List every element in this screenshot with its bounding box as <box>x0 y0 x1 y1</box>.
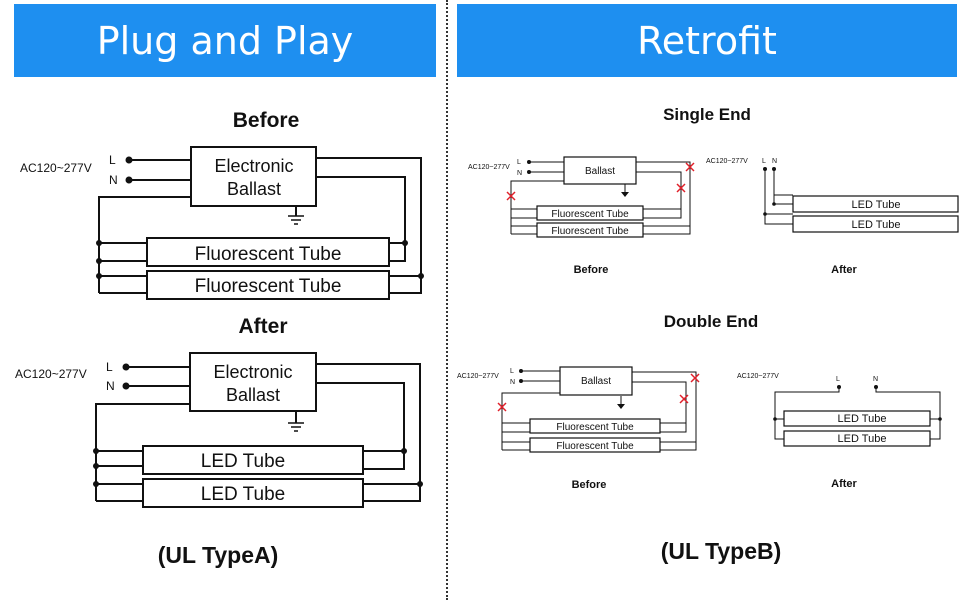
ballast-box <box>563 156 637 185</box>
led-tube-1-label: LED Tube <box>852 199 901 211</box>
single-end-after-label: After <box>831 264 857 276</box>
fluorescent-tube-1-label: Fluorescent Tube <box>195 244 342 265</box>
ul-type-a-caption: (UL TypeA) <box>158 542 279 568</box>
led-tube-2-label: LED Tube <box>852 219 901 231</box>
ac-voltage-label: AC120~277V <box>706 158 748 165</box>
led-tube-2 <box>142 478 364 508</box>
line-label: L <box>106 360 113 374</box>
fluorescent-tube-2 <box>146 270 390 300</box>
double-end-before-label: Before <box>572 479 607 491</box>
single-end-before-diagram: AC120~277V L N Ballast Fluorescent Tube … <box>468 156 695 276</box>
ballast-label-line2: Ballast <box>226 385 280 405</box>
ground-arrow-icon <box>617 404 625 409</box>
double-end-after-diagram: AC120~277V L N LED Tube LED Tube After <box>737 373 942 490</box>
neutral-label: N <box>517 170 522 177</box>
neutral-label: N <box>510 379 515 386</box>
line-label: L <box>762 158 766 165</box>
led-tube-2-label: LED Tube <box>201 484 286 505</box>
ballast-label-line2: Ballast <box>227 179 281 199</box>
ac-voltage-label: AC120~277V <box>737 373 779 380</box>
ballast-label: Ballast <box>585 166 615 177</box>
double-end-after-label: After <box>831 478 857 490</box>
led-tube-1 <box>792 195 959 213</box>
electronic-ballast-box <box>190 146 317 207</box>
electronic-ballast-box <box>189 352 317 412</box>
fluorescent-tube-2 <box>536 222 644 238</box>
ballast-label-line1: Electronic <box>214 156 293 176</box>
ac-voltage-label: AC120~277V <box>15 367 87 381</box>
ac-voltage-label: AC120~277V <box>20 161 92 175</box>
fluorescent-tube-1 <box>529 418 661 434</box>
plug-and-play-before-diagram: Before AC120~277V L N <box>20 109 424 300</box>
fluorescent-tube-1 <box>146 237 390 267</box>
line-label: L <box>109 153 116 167</box>
after-title: After <box>238 315 287 338</box>
line-label: L <box>510 368 514 375</box>
led-tube-2 <box>783 430 931 447</box>
before-title: Before <box>233 109 300 132</box>
neutral-label: N <box>109 173 118 187</box>
ground-icon <box>288 215 304 225</box>
led-tube-1 <box>142 445 364 475</box>
led-tube-2 <box>792 215 959 233</box>
plug-and-play-header: Plug and Play <box>14 4 436 77</box>
line-label: L <box>517 159 521 166</box>
neutral-label: N <box>772 158 777 165</box>
single-end-before-label: Before <box>574 264 609 276</box>
led-tube-1-label: LED Tube <box>838 413 887 425</box>
cut-wire-marks <box>497 373 700 412</box>
single-end-title: Single End <box>663 105 751 124</box>
led-tube-2-label: LED Tube <box>838 433 887 445</box>
double-end-title: Double End <box>664 312 758 331</box>
line-label: L <box>836 376 840 383</box>
ballast-label: Ballast <box>581 376 611 387</box>
fluorescent-tube-1 <box>536 205 644 221</box>
double-end-before-diagram: AC120~277V L N Ballast Fluorescent Tube … <box>457 366 700 491</box>
ground-icon <box>288 422 304 432</box>
ballast-box <box>559 366 633 396</box>
ac-voltage-label: AC120~277V <box>468 164 510 171</box>
fluorescent-tube-1-label: Fluorescent Tube <box>556 422 634 433</box>
retrofit-header: Retrofit <box>457 4 957 77</box>
fluorescent-tube-1-label: Fluorescent Tube <box>551 209 629 220</box>
ballast-label-line1: Electronic <box>213 362 292 382</box>
ground-arrow-icon <box>621 192 629 197</box>
fluorescent-tube-2 <box>529 437 661 453</box>
fluorescent-tube-2-label: Fluorescent Tube <box>556 441 634 452</box>
led-tube-1-label: LED Tube <box>201 451 286 472</box>
neutral-label: N <box>106 379 115 393</box>
single-end-after-diagram: AC120~277V L N LED Tube LED Tube After <box>706 158 959 276</box>
led-tube-1 <box>783 410 931 427</box>
fluorescent-tube-2-label: Fluorescent Tube <box>195 276 342 297</box>
section-divider <box>446 0 448 600</box>
plug-and-play-after-diagram: After AC120~277V L N <box>15 315 423 508</box>
ul-type-b-caption: (UL TypeB) <box>661 538 782 564</box>
neutral-label: N <box>873 376 878 383</box>
ac-voltage-label: AC120~277V <box>457 373 499 380</box>
fluorescent-tube-2-label: Fluorescent Tube <box>551 226 629 237</box>
cut-wire-marks <box>506 162 695 201</box>
